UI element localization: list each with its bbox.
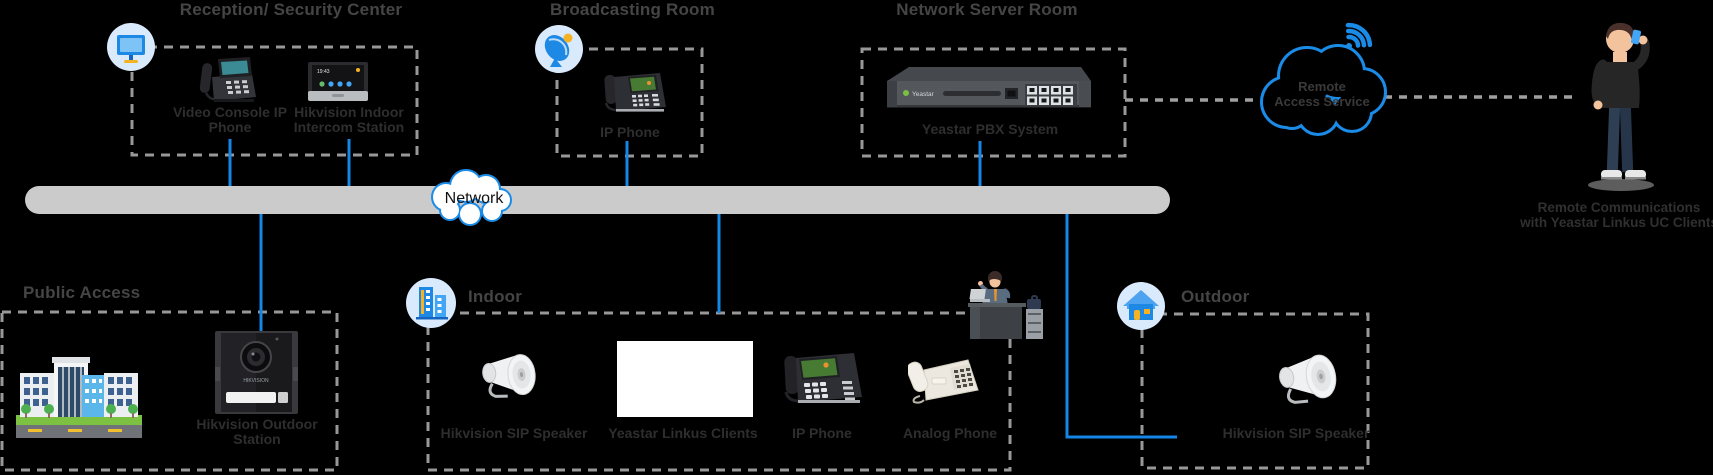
indoor-station-screen-time: 19:43: [317, 69, 330, 75]
internet-cloud-label-2: Access Service: [1274, 94, 1370, 109]
network-backbone-bar: [25, 186, 1170, 214]
internet-cloud-label-1: Remote: [1298, 79, 1346, 94]
video-console-label: Video Console IP Phone: [172, 104, 288, 135]
remote-communications-note: Remote Communications with Yeastar Linku…: [1519, 200, 1713, 230]
video-console-ip-phone-image: [198, 55, 256, 110]
wifi-icon: [1345, 22, 1373, 49]
network-cloud: [431, 169, 512, 226]
internet-cloud: [1260, 44, 1387, 136]
public-access-title: Public Access: [23, 283, 141, 302]
broadcasting-title: Broadcasting Room: [550, 0, 715, 19]
indoor-sip-speaker-image: [475, 351, 540, 408]
indoor-ip-phone-label: IP Phone: [792, 425, 852, 441]
zone-boxes: [0, 45, 1370, 472]
remote-note-line1: Remote Communications: [1537, 200, 1701, 215]
broadcast-phone-label: IP Phone: [600, 124, 660, 140]
building-illustration: [16, 345, 142, 443]
cloud-links: [1125, 95, 1574, 102]
linkus-clients-label: Yeastar Linkus Clients: [608, 425, 758, 441]
outdoor-zone-box: [1140, 312, 1370, 470]
server-room-zone-box: [860, 47, 1127, 158]
outdoor-station-label: Hikvision Outdoor Station: [196, 416, 318, 447]
house-icon: [1117, 282, 1165, 330]
monitor-icon: [107, 23, 155, 71]
analog-phone-image: [906, 354, 982, 409]
indoor-title: Indoor: [468, 287, 523, 306]
indoor-ip-phone-image: [782, 350, 862, 412]
broadcasting-zone-box: [555, 47, 704, 158]
pbx-label: Yeastar PBX System: [921, 121, 1059, 137]
indoor-intercom-station-image: 19:43: [308, 62, 368, 106]
door-station-brand-text: HIKVISION: [243, 378, 269, 384]
tree-icons: [21, 404, 138, 418]
remote-note-line2: with Yeastar Linkus UC Clients: [1520, 215, 1713, 230]
server-room-title: Network Server Room: [896, 0, 1078, 19]
buildings-icon: [406, 278, 456, 328]
outdoor-title: Outdoor: [1181, 287, 1250, 306]
yeastar-pbx-image: Yeastar: [885, 63, 1092, 118]
public-access-zone-box: [0, 310, 339, 472]
outdoor-door-station-image: HIKVISION: [215, 331, 298, 419]
receptionist-desk-illustration: [948, 267, 1043, 352]
remote-user-illustration: [1583, 12, 1657, 199]
indoor-speaker-label: Hikvision SIP Speaker: [440, 425, 588, 441]
reception-zone-box: [130, 45, 419, 157]
reception-title: Reception/ Security Center: [179, 0, 403, 19]
satellite-icon: [535, 25, 583, 73]
blue-connectors: [228, 139, 1177, 439]
pbx-logo-text: Yeastar: [912, 91, 935, 98]
analog-phone-label: Analog Phone: [902, 425, 998, 441]
outdoor-speaker-label: Hikvision SIP Speaker: [1222, 425, 1370, 441]
indoor-station-label: Hikvision Indoor Intercom Station: [293, 104, 405, 135]
broadcast-ip-phone-image: [602, 71, 666, 119]
outdoor-sip-speaker-image: [1271, 351, 1344, 416]
outdoor-zone-link: [1065, 214, 1177, 439]
network-bar-label: Network: [444, 190, 504, 207]
linkus-clients-image: [617, 341, 753, 417]
